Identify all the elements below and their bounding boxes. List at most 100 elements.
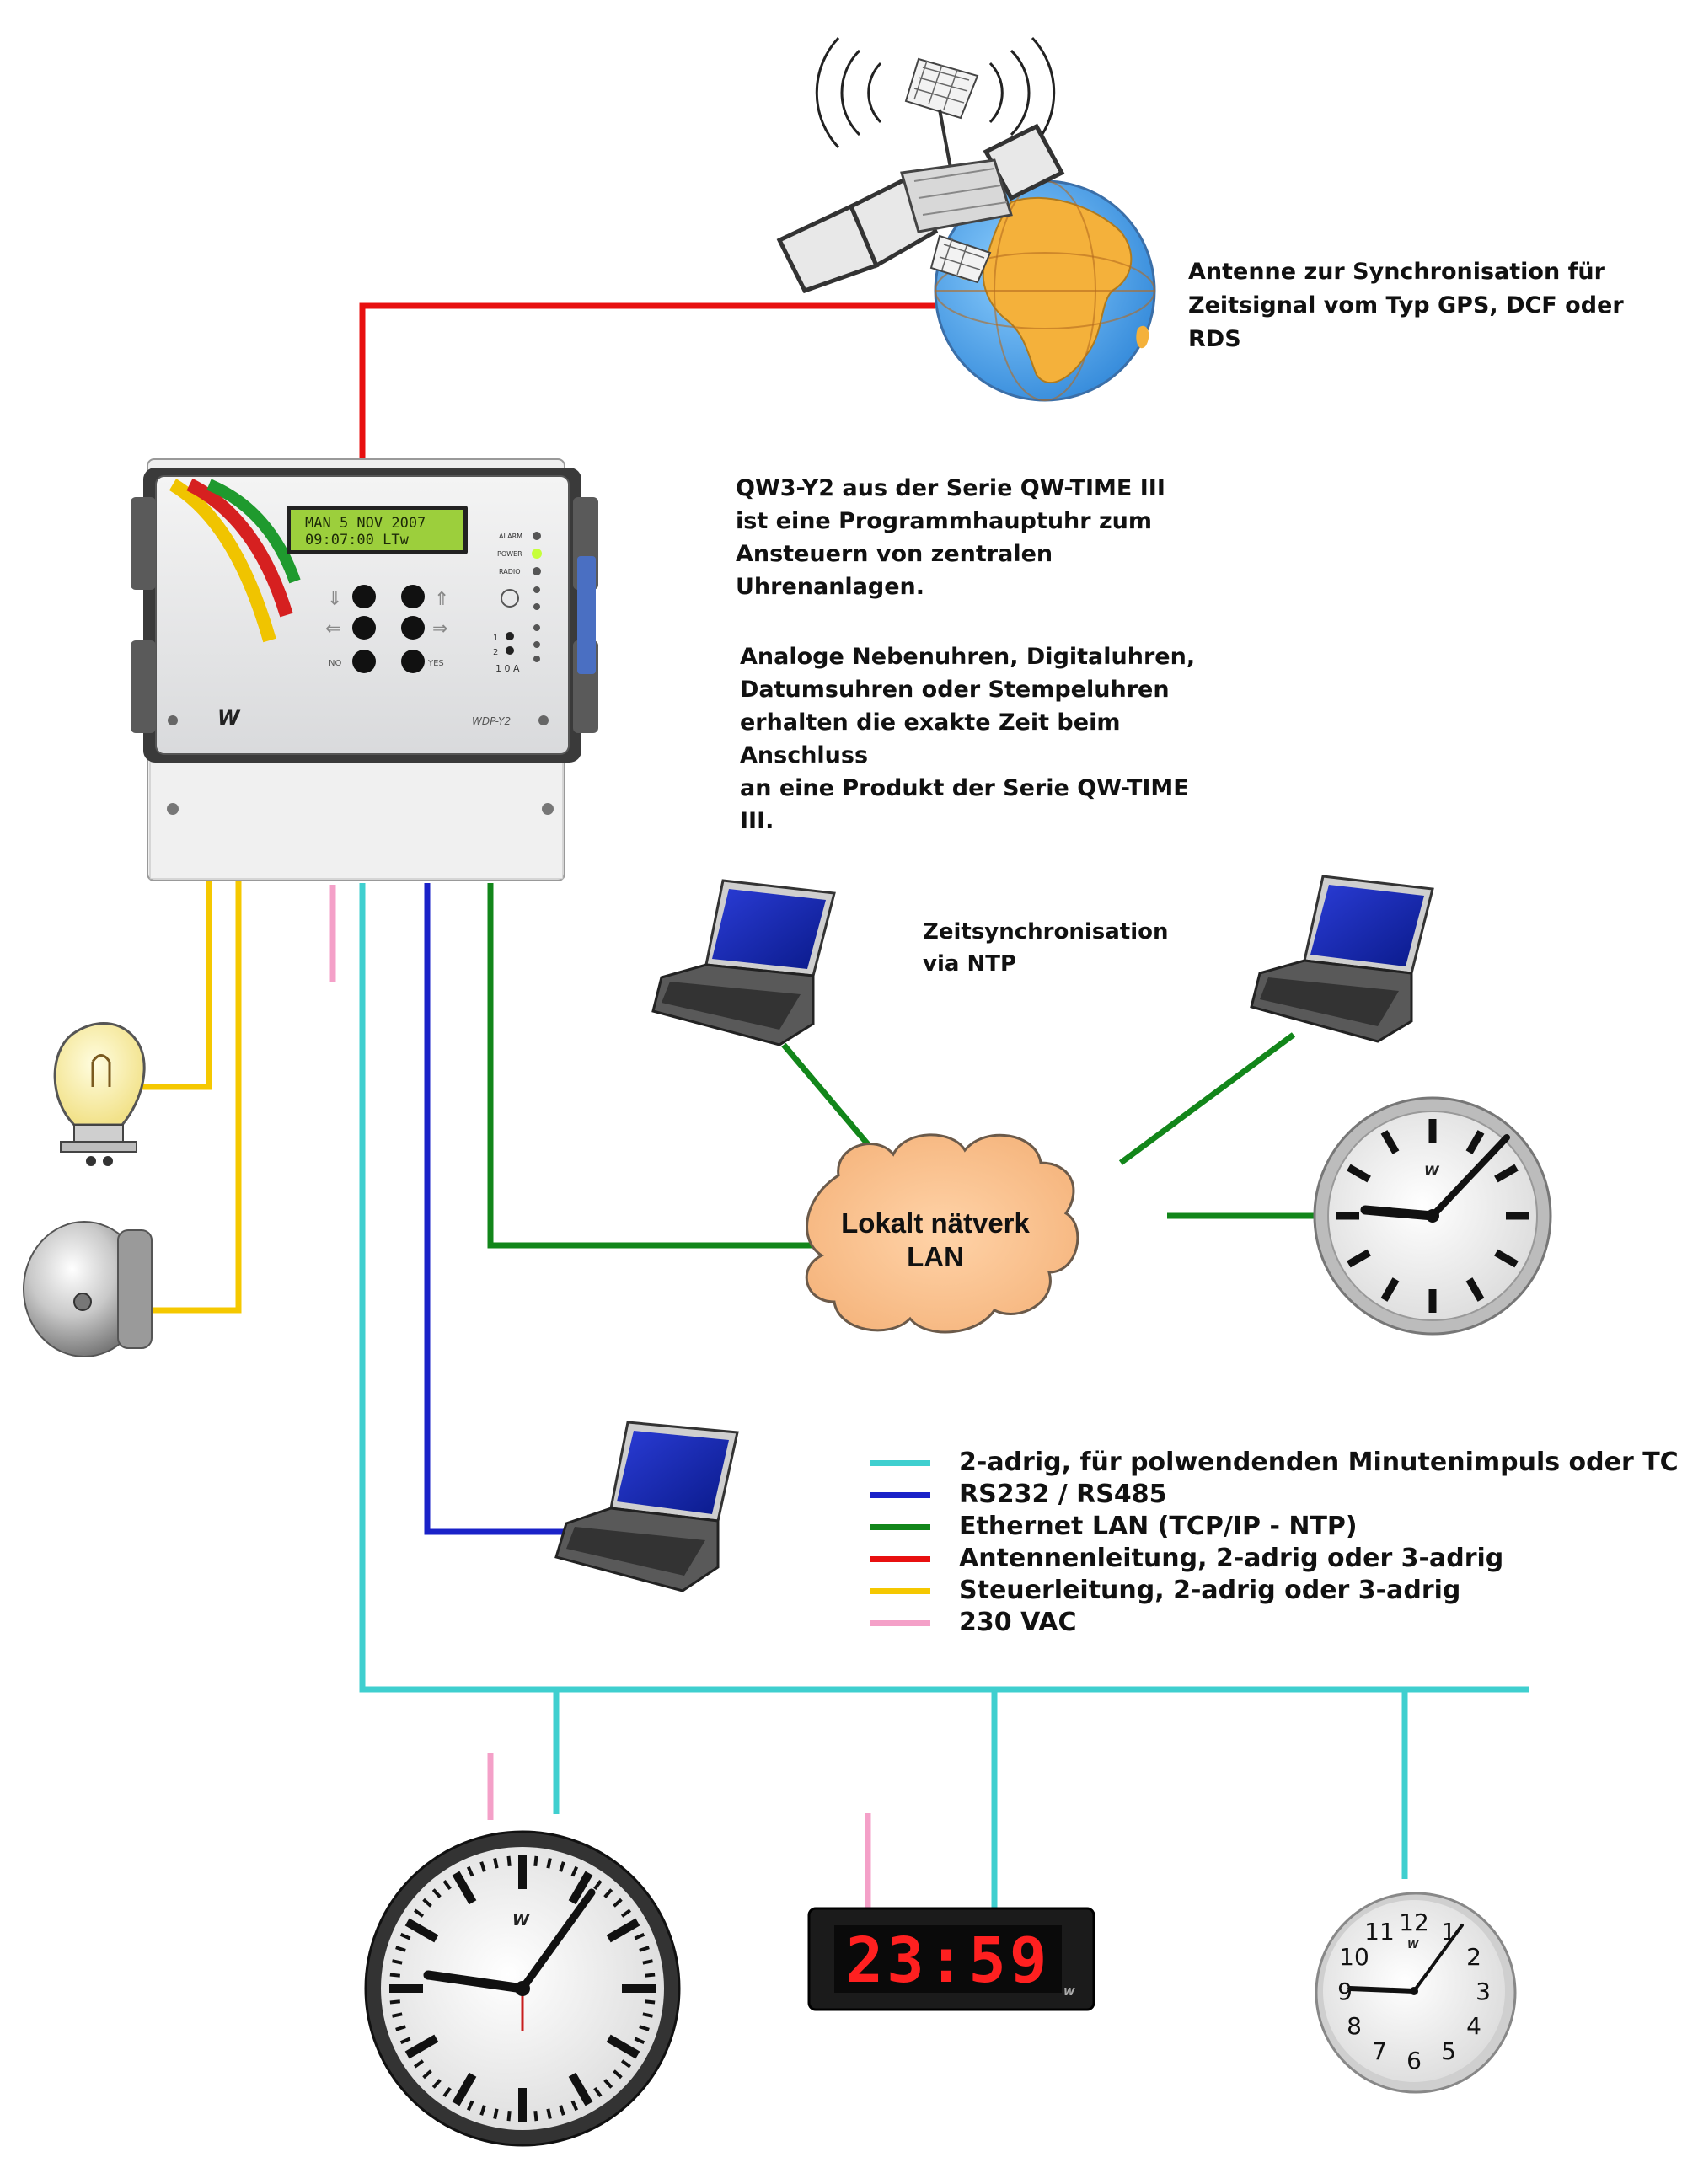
master-clock-description-line-1: QW3-Y2 aus der Serie QW-TIME III [736, 475, 1165, 501]
clock-tick-minor [603, 2079, 613, 2089]
clock-tick-minor [395, 1946, 406, 1952]
legend-label: 2-adrig, für polwendenden Minutenimpuls … [959, 1448, 1679, 1477]
clock-tick-minor [442, 2086, 452, 2098]
lan-label: Lokalt nätverk LAN [809, 1207, 1062, 1274]
clock-tick-minor [644, 1973, 656, 1978]
clock-tick-minor [442, 1879, 452, 1891]
clock-tick-minor [395, 2025, 406, 2031]
digital-clock: 23:59 W [807, 1907, 1095, 2011]
clock-tick-minor [639, 2025, 650, 2031]
numeral-clock-logo: W [1407, 1939, 1419, 1951]
clock-tick [452, 1871, 477, 1905]
clock-tick-minor [422, 2069, 432, 2080]
legend-swatch [870, 1524, 930, 1530]
clock-tick-minor [634, 2037, 645, 2045]
digital-clock-display: 23:59 [846, 1924, 1051, 1997]
clock-tick-minor [466, 1866, 474, 1877]
lightbulb-icon [53, 1022, 146, 1166]
clock-numeral: 4 [1466, 2012, 1481, 2040]
clock-tick-minor [546, 1858, 552, 1869]
clock-tick-minor [593, 2086, 603, 2098]
ethernet-cable-laptop1 [781, 1042, 879, 1157]
legend-label: Steuerleitung, 2-adrig oder 3-adrig [959, 1576, 1461, 1605]
lan-label-line-2: LAN [907, 1241, 964, 1272]
antenna-description-line-2: Zeitsignal vom Typ GPS, DCF oder RDS [1188, 292, 1624, 352]
clock-tick-minor [466, 2100, 474, 2112]
clock-tick-minor [413, 2059, 425, 2069]
clock-tick-minor [479, 1861, 486, 1872]
clock-ticks [1336, 1119, 1529, 1313]
satellite-icon [776, 36, 1065, 294]
relay-label-10a: 1 0 A [495, 663, 520, 674]
svg-text:⇓: ⇓ [327, 589, 342, 610]
clock-tick-minor [399, 2037, 411, 2045]
clock-tick-minor [546, 2108, 552, 2119]
laptop-icon-ntp-right [1250, 875, 1434, 1043]
minute-hand [1412, 1924, 1464, 1993]
ethernet-cable-laptop2 [1118, 1032, 1296, 1165]
master-clock-description: QW3-Y2 aus der Serie QW-TIME III ist ein… [736, 472, 1208, 603]
clock-tick-minor [642, 2012, 653, 2018]
legend-label: Antennenleitung, 2-adrig oder 3-adrig [959, 1544, 1504, 1573]
clock-tick-minor [506, 1855, 512, 1867]
relay-label-1: 1 [493, 634, 498, 643]
clock-tick-minor [506, 2110, 512, 2122]
master-clock-description-line-2: ist eine Programmhauptuhr zum [736, 508, 1153, 534]
clock-tick-minor [642, 1959, 653, 1965]
bell-icon [23, 1221, 153, 1357]
clock-tick [568, 2072, 593, 2106]
relay-label-2: 2 [493, 648, 498, 657]
antenna-description-line-1: Antenne zur Synchronisation für [1188, 259, 1605, 285]
clock-tick [404, 1918, 439, 1943]
clock-tick-minor [389, 1973, 401, 1978]
legend-swatch [870, 1460, 930, 1466]
network-clock-logo: W [1424, 1163, 1440, 1179]
brand-stripe-yellow [169, 479, 276, 643]
clock-tick-minor [413, 1908, 425, 1918]
laptop-icon-rs232 [554, 1421, 739, 1592]
clock-numeral: 2 [1466, 1943, 1481, 1971]
slave-clocks-description-line-2: Datumsuhren oder Stempeluhren [740, 677, 1170, 703]
clock-tick-minor [634, 1932, 645, 1940]
clock-tick-minor [493, 1858, 499, 1869]
lcd-line-2: 09:07:00 LTw [305, 532, 410, 549]
master-clock-description-line-3: Ansteuern von zentralen [736, 541, 1053, 567]
clock-tick [1465, 1277, 1485, 1302]
led-label-power: POWER [497, 550, 522, 558]
clock-tick-minor [570, 1866, 579, 1877]
svg-text:⇒: ⇒ [432, 618, 447, 640]
clock-tick-minor [431, 1888, 442, 1898]
clock-tick-minor [620, 1908, 632, 1918]
clock-tick-minor [613, 2069, 623, 2080]
led-label-radio: RADIO [499, 568, 521, 575]
legend-label: 230 VAC [959, 1608, 1077, 1637]
clock-tick [1347, 1249, 1371, 1268]
hour-hand [1360, 1205, 1438, 1221]
antenna-description: Antenne zur Synchronisation für Zeitsign… [1188, 255, 1660, 356]
clock-tick-minor [479, 2105, 486, 2116]
minute-hand [1429, 1134, 1510, 1219]
clock-tick [1380, 1130, 1400, 1154]
legend-label: Ethernet LAN (TCP/IP - NTP) [959, 1512, 1358, 1541]
button-label-yes: YES [427, 659, 444, 668]
slave-clock-logo: W [512, 1912, 530, 1930]
clock-numeral: 7 [1372, 2037, 1387, 2065]
clock-tick-minor [389, 1999, 401, 2005]
satellite-antenna-illustration [776, 36, 1156, 402]
minute-hand [518, 1888, 596, 1993]
clock-numeral: 3 [1476, 1978, 1491, 2005]
slave-clocks-description: Analoge Nebenuhren, Digitaluhren, Datums… [740, 640, 1212, 838]
master-clock-device: MAN 5 NOV 2007 09:07:00 LTw ALARM POWER … [131, 458, 598, 881]
clock-numeral: 5 [1441, 2037, 1456, 2065]
clock-tick-minor [559, 1861, 565, 1872]
legend-swatch [870, 1492, 930, 1498]
clock-tick-minor [392, 1959, 403, 1965]
device-keypad: ⇓ ⇑ ⇐ ⇒ NO YES [325, 585, 449, 673]
network-clock: W [1313, 1096, 1552, 1336]
legend-label: RS232 / RS485 [959, 1480, 1167, 1509]
clock-tick-minor [639, 1946, 650, 1952]
legend-swatch [870, 1556, 930, 1562]
clock-tick [1465, 1130, 1485, 1154]
slave-clocks-description-line-1: Analoge Nebenuhren, Digitaluhren, [740, 644, 1196, 670]
clock-tick [452, 2072, 477, 2106]
